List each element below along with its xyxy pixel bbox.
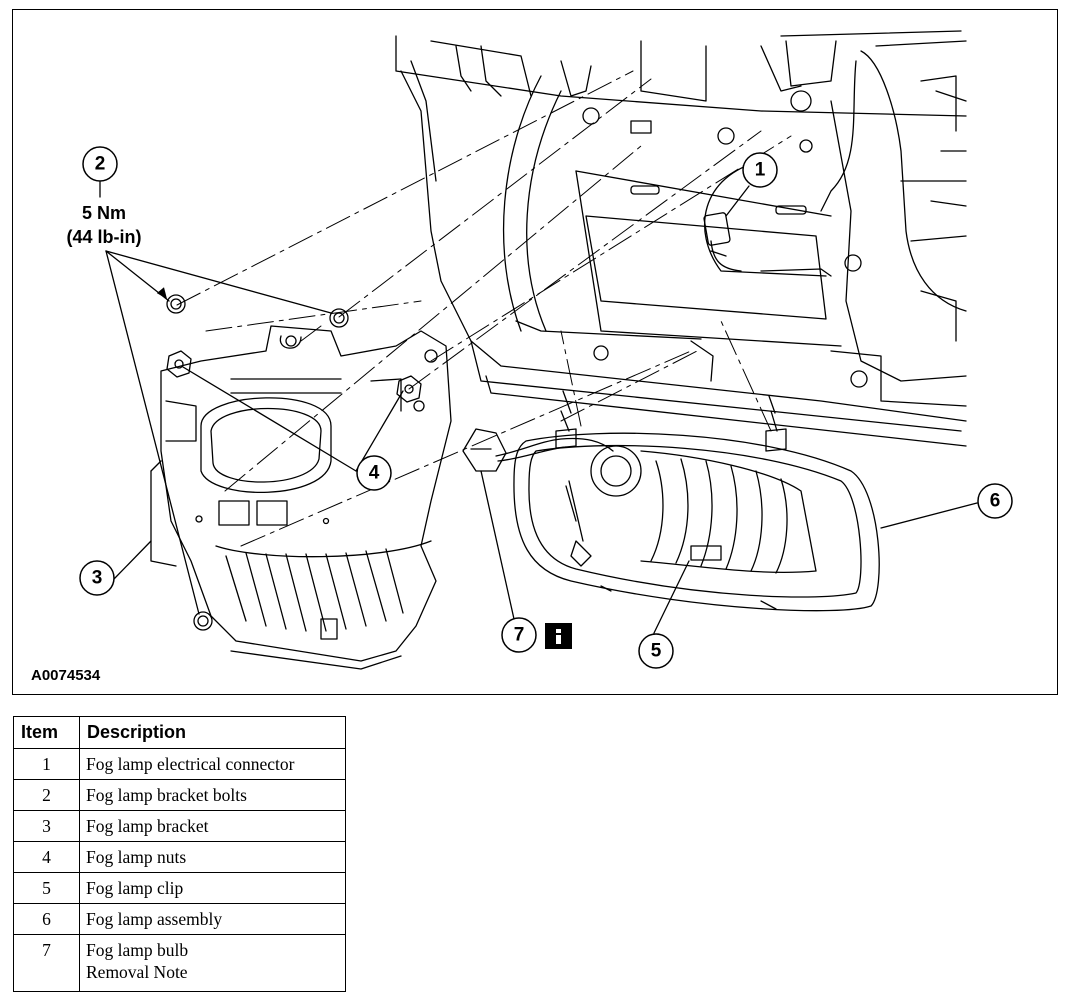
bumper-connector (703, 185, 750, 272)
item-description: Fog lamp bracket bolts (79, 779, 346, 811)
item-description: Fog lamp bulb Removal Note (79, 934, 346, 992)
arrowheads (156, 287, 167, 299)
table-row: 7 Fog lamp bulb Removal Note (13, 934, 346, 992)
item-description: Fog lamp bracket (79, 810, 346, 842)
legend-table: Item Description 1 Fog lamp electrical c… (13, 716, 346, 992)
callout-2: 2 (82, 146, 118, 182)
callout-4: 4 (356, 455, 392, 491)
table-row: 1 Fog lamp electrical connector (13, 748, 346, 780)
item-description: Fog lamp nuts (79, 841, 346, 873)
callout-7: 7 (501, 617, 537, 653)
item-description: Fog lamp assembly (79, 903, 346, 935)
svg-text:4: 4 (369, 463, 380, 484)
fog-lamp-bulb (462, 428, 614, 472)
bracket-nuts (166, 350, 422, 403)
item-number: 1 (13, 748, 80, 780)
item-number: 3 (13, 810, 80, 842)
callout-5: 5 (638, 633, 674, 669)
svg-text:1: 1 (755, 160, 766, 181)
svg-text:2: 2 (95, 154, 106, 175)
callout-1: 1 (742, 152, 778, 188)
torque-metric: 5 Nm (82, 203, 126, 223)
info-icon (545, 623, 572, 649)
item-description: Fog lamp electrical connector (79, 748, 346, 780)
item-number: 2 (13, 779, 80, 811)
legend-header-row: Item Description (13, 716, 346, 749)
removal-note-link[interactable]: Removal Note (86, 962, 188, 982)
item-header: Item (13, 716, 80, 749)
alignment-lines (176, 70, 792, 547)
item-number: 5 (13, 872, 80, 904)
callout-3: 3 (79, 560, 115, 596)
callout-6: 6 (977, 483, 1013, 519)
item-number: 7 (13, 934, 80, 992)
item-description: Fog lamp clip (79, 872, 346, 904)
torque-imperial: (44 lb-in) (67, 227, 142, 247)
svg-text:3: 3 (92, 568, 103, 589)
exploded-view-figure: 1 2 3 4 5 6 7 (12, 9, 1058, 695)
svg-text:7: 7 (514, 625, 525, 646)
description-header: Description (79, 716, 346, 749)
table-row: 2 Fog lamp bracket bolts (13, 779, 346, 811)
svg-text:6: 6 (990, 491, 1001, 512)
item-number: 4 (13, 841, 80, 873)
svg-text:5: 5 (651, 641, 662, 662)
diagram-svg: 1 2 3 4 5 6 7 (31, 30, 1013, 684)
table-row: 4 Fog lamp nuts (13, 841, 346, 873)
fog-lamp-bracket (150, 325, 452, 670)
leader-lines (99, 181, 978, 634)
description-line: Fog lamp bulb (86, 940, 189, 960)
table-row: 5 Fog lamp clip (13, 872, 346, 904)
front-bumper-structure (395, 30, 967, 447)
item-number: 6 (13, 903, 80, 935)
table-row: 3 Fog lamp bracket (13, 810, 346, 842)
table-row: 6 Fog lamp assembly (13, 903, 346, 935)
figure-id: A0074534 (31, 667, 101, 684)
fog-lamp-assembly (513, 390, 880, 612)
bracket-bolts (166, 294, 349, 631)
